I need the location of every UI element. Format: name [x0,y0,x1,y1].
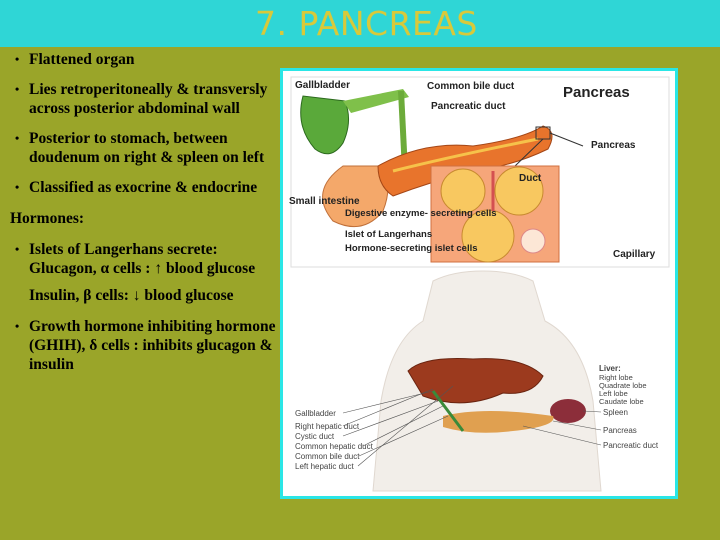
anatomy-figure: Gallbladder Common bile duct Pancreatic … [280,68,678,499]
label-liver-lobe: Quadrate lobe [599,381,647,390]
bullet-item: Growth hormone inhibiting hormone (GHIH)… [10,317,285,374]
label-liver: Liver: [599,364,621,373]
gallbladder-shape [300,95,349,155]
label-gallbladder: Gallbladder [295,80,350,91]
bullet-item: Flattened organ [10,50,285,69]
label-gallbladder-bottom: Gallbladder [295,409,336,418]
label-left-hepatic-duct: Left hepatic duct [295,462,354,471]
label-liver-lobe: Right lobe [599,373,633,382]
label-capillary: Capillary [613,249,656,260]
label-pancreatic-duct-bottom: Pancreatic duct [603,441,659,450]
label-right-hepatic-duct: Right hepatic duct [295,422,360,431]
slide-title: 7. PANCREAS [255,4,478,43]
label-common-bile-duct: Common bile duct [427,81,515,92]
label-spleen: Spleen [603,408,628,417]
bullet-item: Islets of Langerhans secrete: Glucagon, … [10,240,285,278]
label-liver-lobe: Caudate lobe [599,397,644,406]
label-pancreas: Pancreas [591,140,636,151]
label-pancreas-bottom: Pancreas [603,426,637,435]
title-bar [0,0,720,47]
label-common-bile-duct-bottom: Common bile duct [295,452,360,461]
label-digestive-cells: Digestive enzyme- secreting cells [345,208,497,219]
insulin-line: Insulin, β cells: ↓ blood glucose [29,287,234,304]
label-duct: Duct [519,173,542,184]
panel-heading: Pancreas [563,84,630,101]
hormones-heading: Hormones: [10,210,85,227]
pancreas-illustration: Gallbladder Common bile duct Pancreatic … [289,76,670,492]
label-liver-lobe: Left lobe [599,389,628,398]
liver-shape [407,358,544,404]
label-pancreatic-duct: Pancreatic duct [431,101,506,112]
label-hormone-cells: Hormone-secreting islet cells [345,243,478,254]
label-small-intestine: Small intestine [289,196,360,207]
bullet-item: Posterior to stomach, between doudenum o… [10,129,285,167]
label-common-hepatic-duct: Common hepatic duct [295,442,374,451]
label-islet: Islet of Langerhans [345,229,432,240]
label-cystic-duct: Cystic duct [295,432,335,441]
bullet-list: Flattened organ Lies retroperitoneally &… [10,48,285,374]
bullet-item: Classified as exocrine & endocrine [10,178,285,197]
bullet-item: Lies retroperitoneally & transversly acr… [10,80,285,118]
